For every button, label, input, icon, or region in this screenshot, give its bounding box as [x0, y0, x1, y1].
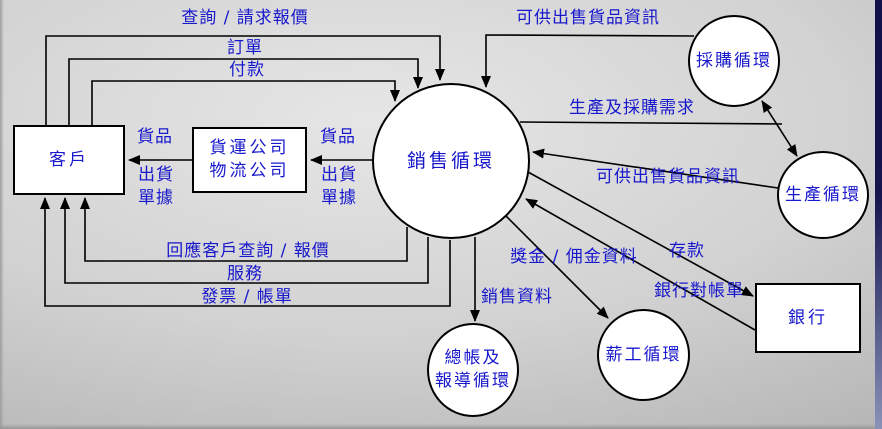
flow-line-purchasing-production-link — [761, 100, 798, 157]
payroll-cycle-circle: 薪工循環 — [597, 309, 690, 401]
flow-label-response: 回應客戶查詢 / 報價 — [166, 241, 330, 261]
shipping-company-box: 貨運公司 物流公司 — [192, 127, 307, 193]
flow-label-invoice: 發票 / 帳單 — [201, 287, 293, 307]
customer-label: 客戶 — [49, 149, 89, 170]
flow-label-deposit: 存款 — [669, 241, 705, 261]
flow-label-order: 訂單 — [227, 38, 263, 58]
flow-label-inquiry: 查詢 / 請求報價 — [181, 8, 309, 28]
flow-label-bank-statement: 銀行對帳單 — [654, 281, 744, 301]
ledger-cycle-circle: 總帳及 報導循環 — [427, 323, 519, 417]
bottom-edge-shading — [0, 424, 882, 429]
right-edge-stripe — [875, 0, 882, 429]
flow-line-bank-statement — [525, 198, 756, 331]
customer-box: 客戶 — [13, 125, 125, 195]
flow-line-goods-info-top — [481, 34, 695, 88]
flow-line-production-purchasing-needs — [519, 121, 783, 125]
flow-label-shipdoc-left-line1: 出貨 — [138, 165, 174, 185]
flow-label-bonus-commission: 獎金 / 佣金資料 — [510, 247, 638, 267]
flow-label-shipdoc-right-line1: 出貨 — [321, 165, 357, 185]
bank-label: 銀行 — [788, 307, 828, 328]
flow-label-goods-right: 貨品 — [320, 127, 356, 147]
flow-line-deposit — [527, 171, 754, 297]
purchasing-cycle-circle: 採購循環 — [688, 15, 780, 107]
flow-label-sales-data: 銷售資料 — [481, 287, 553, 307]
flow-line-payment — [91, 80, 400, 125]
sales-cycle-label: 銷售循環 — [406, 149, 495, 172]
flow-line-invoice — [40, 197, 451, 307]
flow-line-order — [68, 58, 423, 125]
flow-label-shipdoc-left-line2: 單據 — [138, 188, 174, 208]
flow-label-shipdoc-right: 出貨 單據 — [321, 164, 357, 210]
bank-box: 銀行 — [755, 283, 861, 353]
production-cycle-label: 生產循環 — [785, 184, 861, 205]
production-cycle-circle: 生產循環 — [777, 151, 869, 239]
flow-label-production-purchasing-needs: 生產及採購需求 — [569, 98, 695, 118]
flow-label-service: 服務 — [227, 264, 263, 284]
shipping-label-line1: 貨運公司 — [209, 138, 290, 158]
flow-label-payment: 付款 — [229, 60, 265, 80]
flow-label-goods-info-top: 可供出售貨品資訊 — [516, 8, 660, 28]
flow-label-shipdoc-right-line2: 單據 — [321, 188, 357, 208]
flow-label-goods-left: 貨品 — [137, 127, 173, 147]
flow-line-goods-info-right — [532, 148, 779, 189]
ledger-cycle-label-line1: 總帳及 — [444, 348, 502, 368]
left-edge-shading — [0, 0, 4, 429]
shipping-label-line2: 物流公司 — [209, 161, 290, 181]
flow-line-inquiry — [45, 35, 445, 125]
purchasing-cycle-label: 採購循環 — [696, 50, 772, 71]
flow-line-bonus-commission — [505, 215, 609, 319]
payroll-cycle-label: 薪工循環 — [605, 344, 682, 365]
flow-line-response — [80, 197, 408, 262]
flow-line-service — [60, 197, 429, 284]
flow-label-shipdoc-left: 出貨 單據 — [138, 164, 174, 210]
sales-cycle-circle: 銷售循環 — [372, 83, 530, 239]
flow-label-goods-info-right: 可供出售貨品資訊 — [596, 167, 740, 187]
ledger-cycle-label-line2: 報導循環 — [435, 371, 511, 391]
